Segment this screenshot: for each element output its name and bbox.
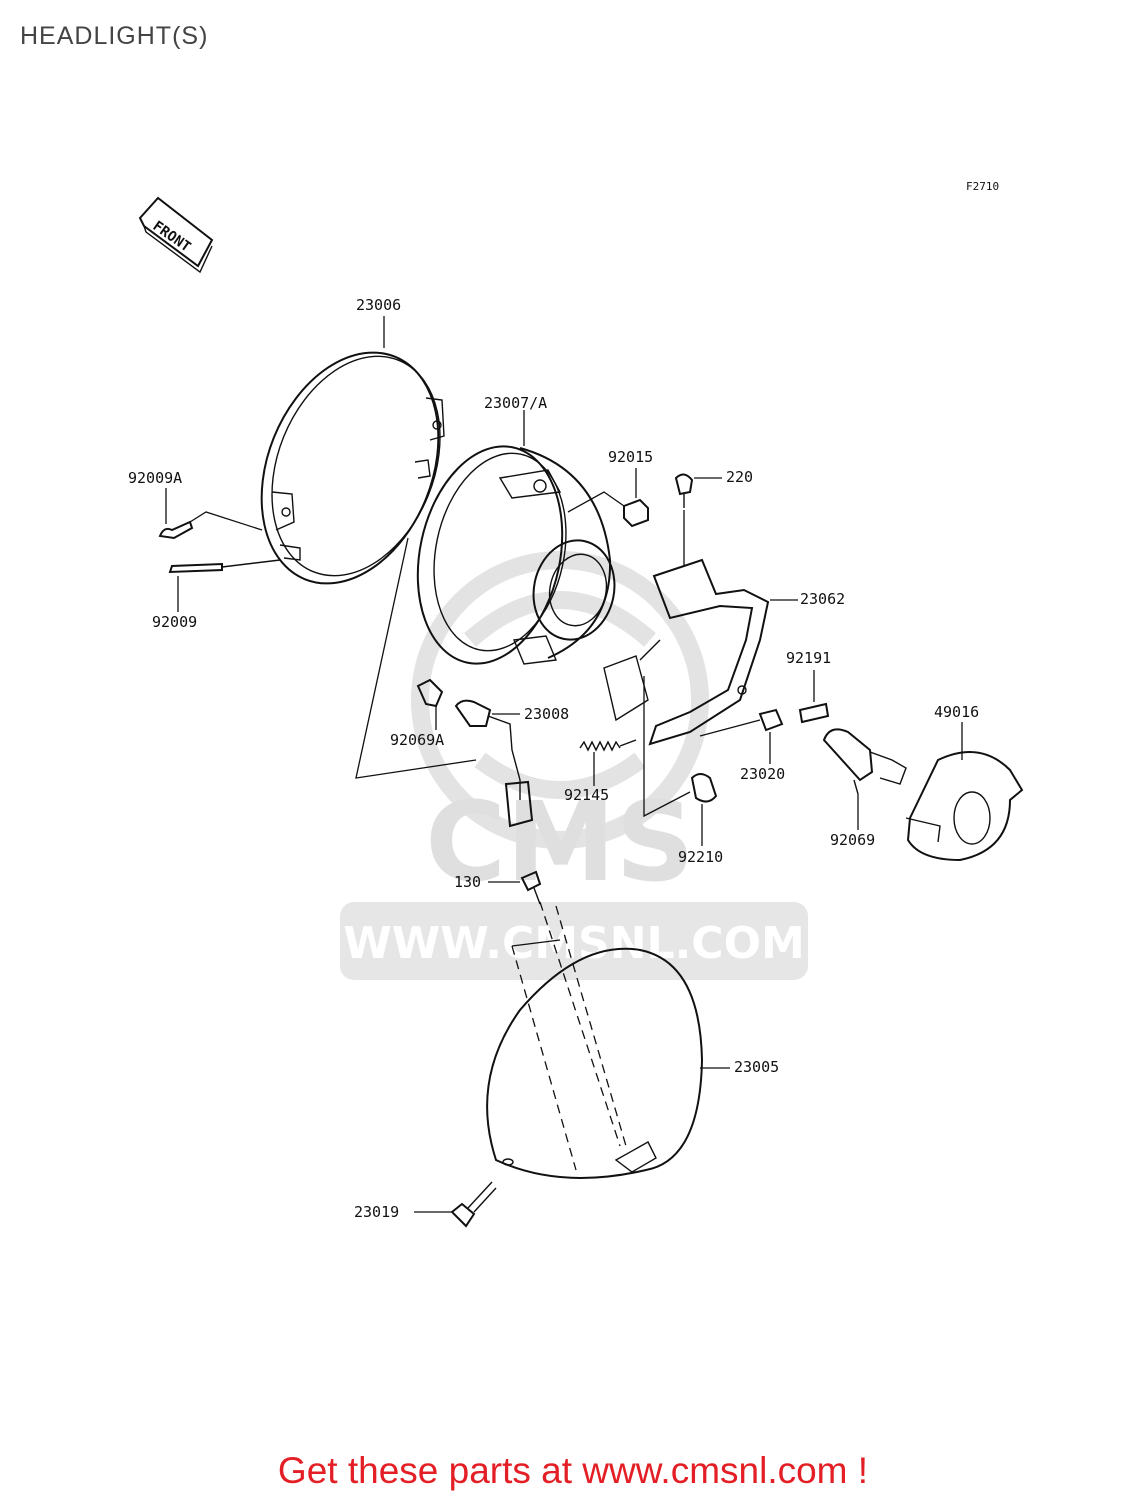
callout-23006: 23006 — [356, 296, 401, 314]
parts-diagram: CMS WWW.CMSNL.COM FRONT F2710 — [128, 180, 1024, 1228]
sleeve-92191 — [798, 702, 830, 724]
callout-92069: 92069 — [830, 831, 875, 849]
plate-92210 — [690, 773, 718, 803]
headlight-shell — [486, 947, 704, 1179]
socket-harness — [454, 699, 534, 828]
callout-23007a: 23007/A — [484, 394, 547, 412]
watermark-url-box — [340, 902, 808, 980]
clip-23020 — [758, 708, 784, 732]
figure-code: F2710 — [966, 180, 999, 193]
callout-23005: 23005 — [734, 1058, 779, 1076]
lamp-unit — [416, 445, 616, 665]
rubber-boot — [905, 751, 1024, 862]
spring-92145 — [579, 739, 637, 752]
watermark-url: WWW.CMSNL.COM — [343, 918, 805, 969]
watermark: CMS WWW.CMSNL.COM — [340, 551, 808, 980]
screw-92009 — [168, 559, 281, 574]
callout-23008: 23008 — [524, 705, 569, 723]
headlight-rim — [260, 351, 445, 585]
screw-220 — [674, 473, 694, 508]
mount-bracket — [603, 558, 770, 746]
bolt-23019 — [450, 1181, 497, 1228]
callout-92069a: 92069A — [390, 731, 444, 749]
callout-130: 130 — [454, 873, 481, 891]
callout-92015: 92015 — [608, 448, 653, 466]
screw-130 — [520, 870, 542, 905]
callout-220: 220 — [726, 468, 753, 486]
watermark-brand: CMS — [425, 778, 694, 906]
callout-23020: 23020 — [740, 765, 785, 783]
callout-92191: 92191 — [786, 649, 831, 667]
callout-23019: 23019 — [354, 1203, 399, 1221]
screw-92009a — [158, 520, 194, 540]
front-label: FRONT — [150, 218, 194, 255]
callout-92145: 92145 — [564, 786, 609, 804]
callout-92009a: 92009A — [128, 469, 182, 487]
nut-92015 — [623, 498, 649, 528]
callout-23062: 23062 — [800, 590, 845, 608]
bulb-92069a — [416, 678, 444, 708]
promo-link[interactable]: Get these parts at www.cmsnl.com ! — [277, 1450, 869, 1491]
callout-49016: 49016 — [934, 703, 979, 721]
page-title: HEADLIGHT(S) — [20, 22, 209, 50]
callout-92210: 92210 — [678, 848, 723, 866]
bulb-92069 — [822, 728, 907, 795]
front-arrow-icon: FRONT — [138, 196, 214, 274]
callout-92009: 92009 — [152, 613, 197, 631]
